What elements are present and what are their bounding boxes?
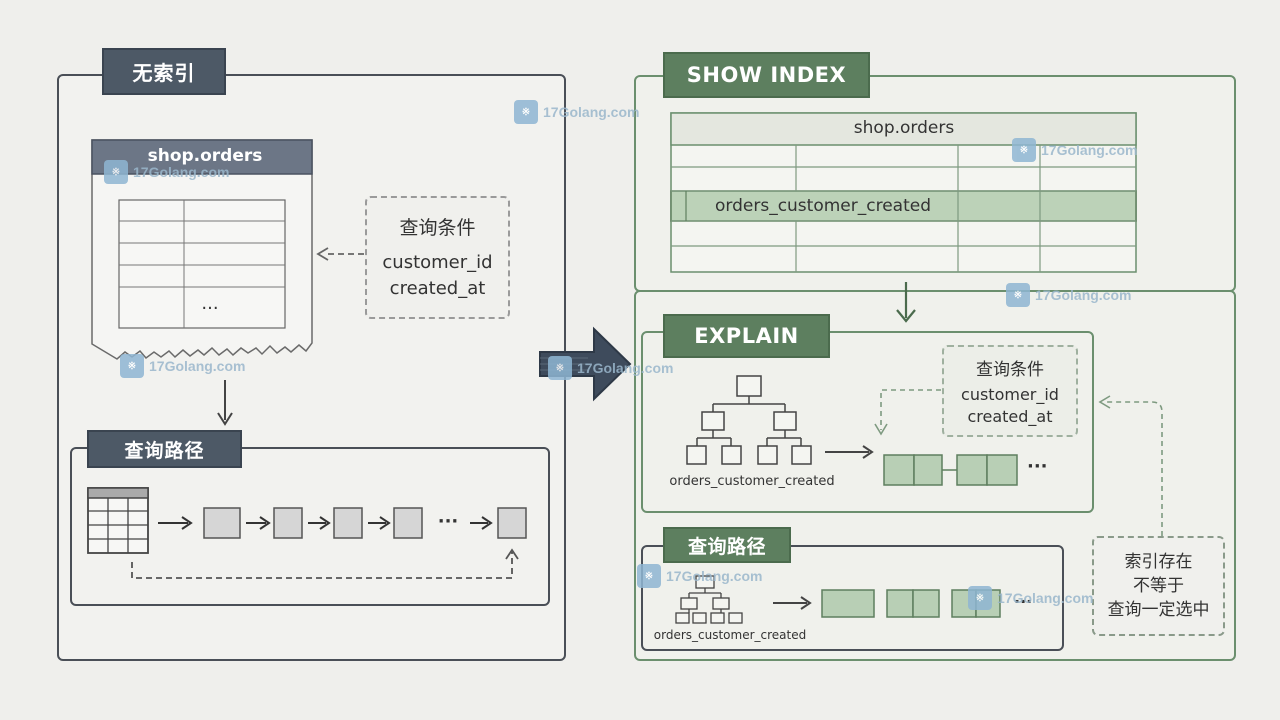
watermark-logo-icon: ※ xyxy=(104,160,128,184)
left-condition-title: 查询条件 xyxy=(399,217,476,239)
left-table-name: shop.orders xyxy=(147,146,263,166)
index-table xyxy=(670,112,1137,273)
full-scan-path xyxy=(87,487,527,579)
index-note-box: 索引存在 不等于 查询一定选中 xyxy=(1092,536,1225,636)
right-path-ellipsis: ··· xyxy=(1014,592,1033,611)
explain-title: EXPLAIN xyxy=(663,314,830,358)
right-path-title: 查询路径 xyxy=(663,527,791,563)
right-table-name: shop.orders xyxy=(853,118,955,138)
index-path xyxy=(675,575,1001,624)
grid-ellipsis: ... xyxy=(201,293,219,314)
left-path-title: 查询路径 xyxy=(87,430,242,468)
watermark-logo-icon: ※ xyxy=(968,586,992,610)
index-row-label: orders_customer_created xyxy=(715,196,931,216)
note-line-2: 不等于 xyxy=(1133,576,1184,596)
watermark-logo-icon: ※ xyxy=(1006,283,1030,307)
right-condition-field-2: created_at xyxy=(967,406,1053,426)
right-condition-title: 查询条件 xyxy=(976,359,1044,380)
explain-tree-label: orders_customer_created xyxy=(669,474,835,489)
note-line-3: 查询一定选中 xyxy=(1107,600,1210,620)
left-path-panel xyxy=(70,447,550,606)
right-path-tree-label: orders_customer_created xyxy=(653,628,807,642)
left-arrows xyxy=(217,247,364,426)
left-condition-field-1: customer_id xyxy=(382,252,493,273)
right-condition-field-1: customer_id xyxy=(961,384,1059,404)
left-condition-field-2: created_at xyxy=(389,278,486,299)
watermark-logo-icon: ※ xyxy=(548,356,572,380)
watermark: ※17Golang.com xyxy=(104,160,229,184)
left-condition-box: 查询条件 customer_id created_at xyxy=(365,196,510,319)
watermark-logo-icon: ※ xyxy=(514,100,538,124)
watermark: ※17Golang.com xyxy=(1006,283,1131,307)
watermark: ※17Golang.com xyxy=(120,354,245,378)
orders-grid xyxy=(118,199,286,329)
watermark: ※17Golang.com xyxy=(968,586,1093,610)
note-line-1: 索引存在 xyxy=(1124,552,1193,572)
watermark: ※17Golang.com xyxy=(1012,138,1137,162)
show-index-title: SHOW INDEX xyxy=(663,52,870,98)
note-feedback-arrow xyxy=(1098,395,1163,536)
right-condition-box: 查询条件 customer_id created_at xyxy=(942,345,1078,437)
show-to-explain-arrow xyxy=(896,282,916,323)
left-path-ellipsis: ··· xyxy=(437,511,459,532)
explain-leaf-ellipsis: ··· xyxy=(1027,456,1048,477)
watermark-logo-icon: ※ xyxy=(120,354,144,378)
explain-diagram xyxy=(686,375,1018,486)
watermark-logo-icon: ※ xyxy=(637,564,661,588)
watermark: ※17Golang.com xyxy=(637,564,762,588)
no-index-title: 无索引 xyxy=(102,48,226,95)
watermark-logo-icon: ※ xyxy=(1012,138,1036,162)
watermark: ※17Golang.com xyxy=(514,100,639,124)
watermark: ※17Golang.com xyxy=(548,356,673,380)
